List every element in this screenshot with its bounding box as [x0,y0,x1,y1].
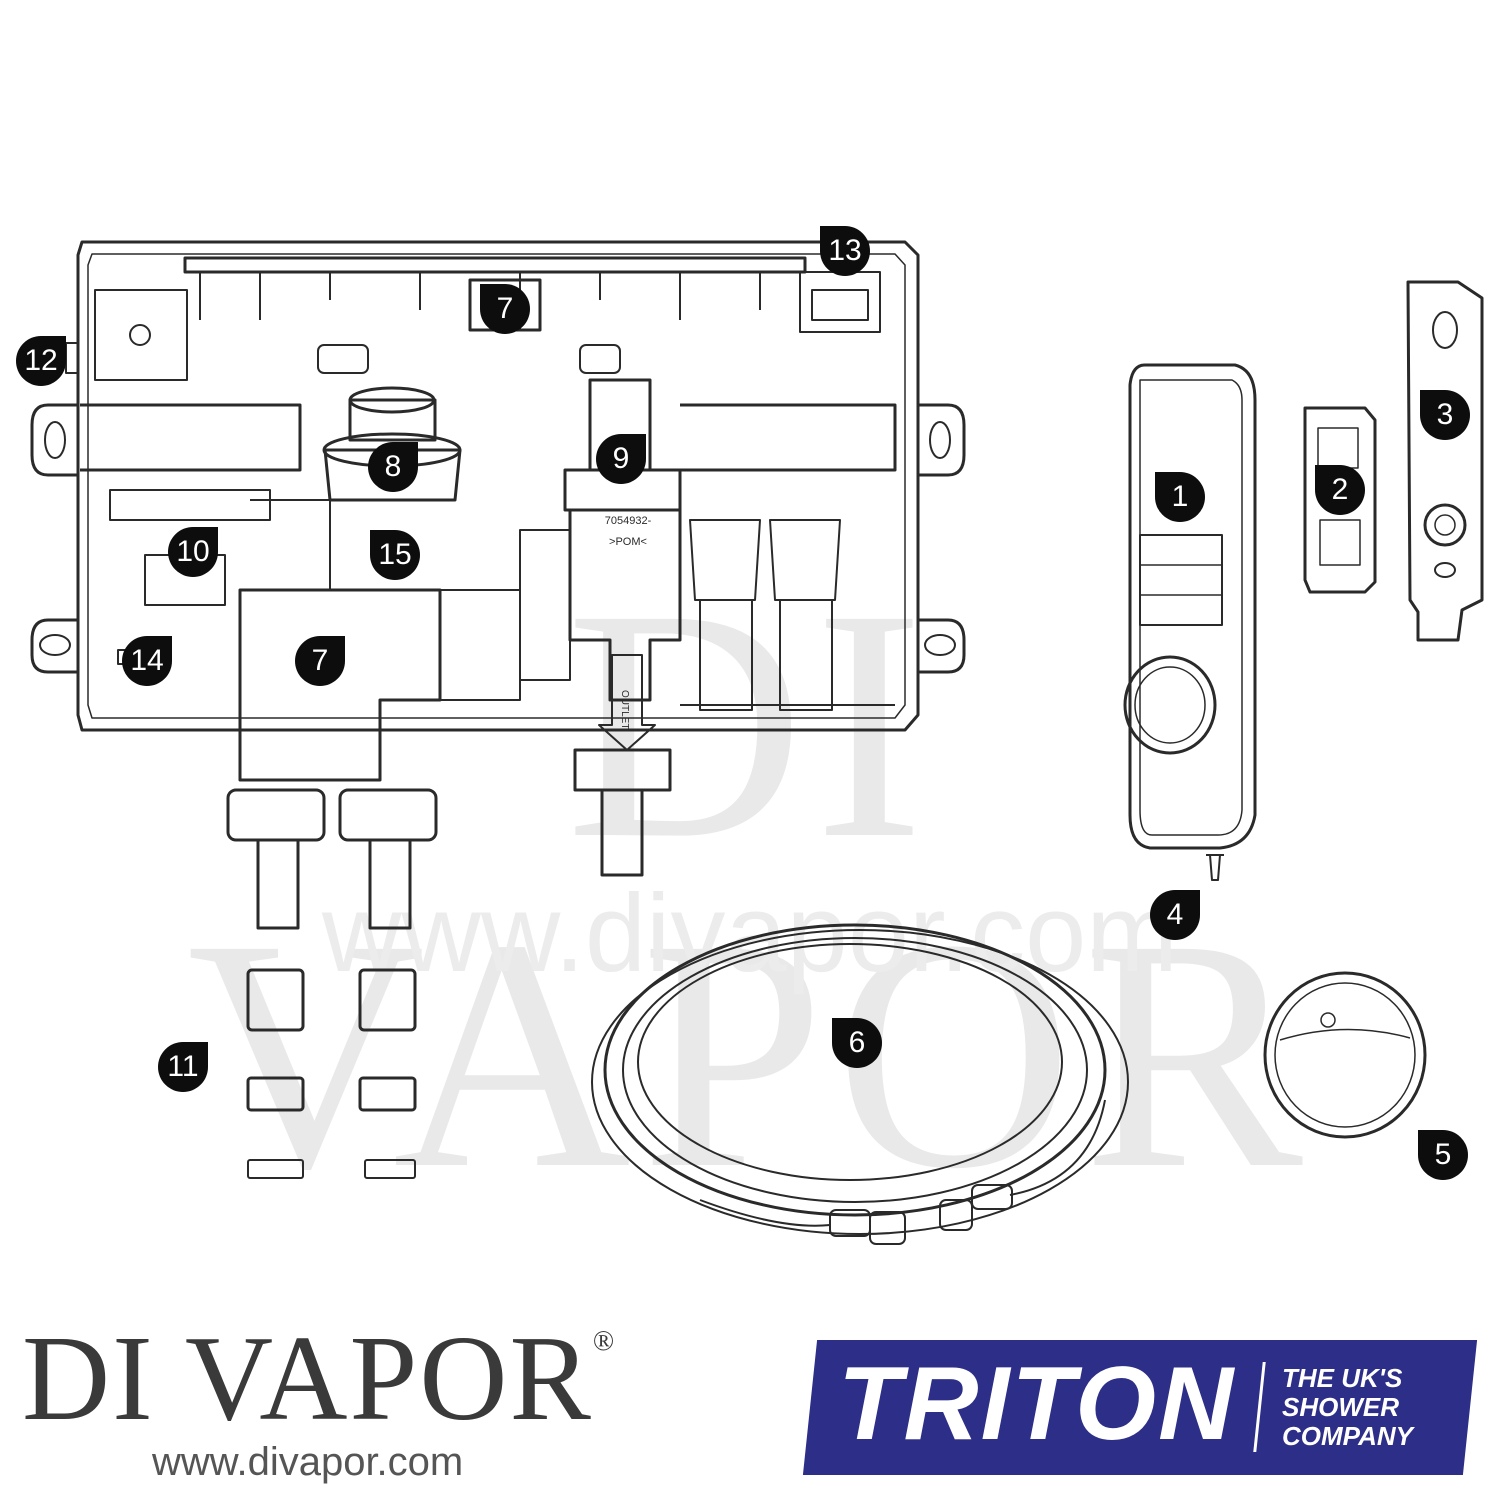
callout-5: 5 [1418,1130,1468,1180]
callout-15: 15 [370,530,420,580]
callout-13: 13 [820,226,870,276]
callout-1: 1 [1155,472,1205,522]
divapor-logo: DI VAPOR® [22,1318,616,1440]
callout-7-lower: 7 [295,636,345,686]
divapor-logo-text: DI VAPOR [22,1311,593,1446]
material-code-label: >POM< [609,536,647,548]
remote-control [1263,971,1427,1139]
divapor-url[interactable]: www.divapor.com [152,1440,464,1484]
callout-12: 12 [16,336,66,386]
triton-logo-text: TRITON [838,1346,1236,1462]
control-panel-body [1123,363,1257,850]
callout-11: 11 [158,1042,208,1092]
fittings-kit [246,968,417,1179]
callout-9: 9 [596,434,646,484]
triton-tagline-line3: COMPANY [1282,1421,1413,1451]
callout-10: 10 [168,527,218,577]
triton-tagline-line2: SHOWER [1282,1392,1399,1422]
fixing-screw [1206,854,1224,881]
callout-8: 8 [368,442,418,492]
registered-mark: ® [592,1326,617,1357]
callout-3: 3 [1420,390,1470,440]
watermark-url: www.divapor.com [322,872,1178,995]
triton-tagline-line1: THE UK'S [1282,1363,1403,1393]
callout-7-upper: 7 [480,284,530,334]
data-cable [591,923,1129,1245]
callout-4: 4 [1150,890,1200,940]
callout-14: 14 [122,636,172,686]
outlet-label: OUTLET [619,690,630,729]
main-enclosure [30,240,966,930]
callout-2: 2 [1315,465,1365,515]
exploded-parts-drawing: 7054932- >POM< OUTLET [30,240,1484,1245]
wall-backplate [1406,280,1484,642]
triton-tagline: THE UK'S SHOWER COMPANY [1282,1364,1452,1451]
callout-6: 6 [832,1018,882,1068]
cable-gland [65,342,79,374]
part-code-label: 7054932- [605,515,652,527]
